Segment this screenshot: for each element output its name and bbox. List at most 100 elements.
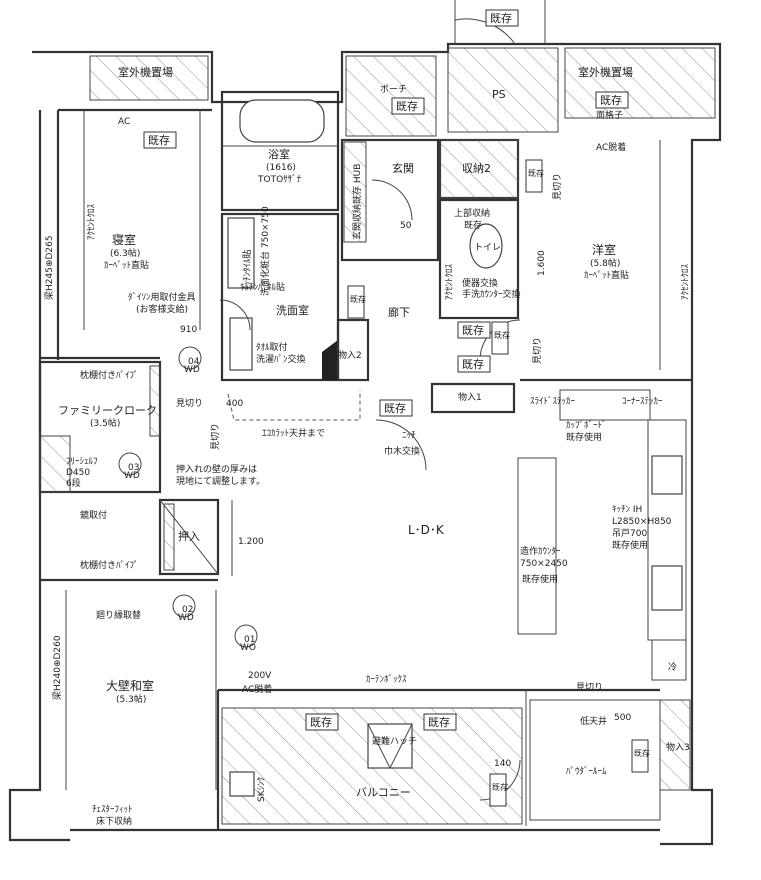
washroom-label: 洗面室 xyxy=(276,303,309,317)
push-closet-walls xyxy=(158,498,220,576)
entrance-label: 玄関 xyxy=(392,161,414,175)
beam-left-label: 梁H245⊕D265 xyxy=(43,235,55,300)
wall-note-2: 現地にて調整します。 xyxy=(176,475,265,487)
baseboard-label: 巾木交換 xyxy=(384,445,420,457)
accent-cross-right: ｱｸｾﾝﾄｸﾛｽ xyxy=(680,263,691,300)
shelf-install: ﾀｵﾙ取付 xyxy=(256,342,288,353)
western-room-walls xyxy=(520,140,692,382)
wd-03: 03 xyxy=(128,463,139,473)
existing-stamp-right: 既存 xyxy=(595,91,629,109)
svg-text:既存: 既存 xyxy=(310,715,332,729)
wd-02-sub: WD xyxy=(178,613,194,623)
kitchen-line-1: ｷｯﾁﾝ IH xyxy=(612,504,642,515)
free-shelf-tiers: 6段 xyxy=(66,477,81,489)
counter-line-3: 既存使用 xyxy=(522,573,558,585)
entrance-block xyxy=(336,138,520,414)
tile-left-label: ｷｯﾁﾝﾀｲﾙ貼 xyxy=(241,249,253,290)
ldk-label: L･D･K xyxy=(408,523,445,537)
ac-remove-bottom-label: AC脱着 xyxy=(242,683,272,695)
dim-500: 500 xyxy=(614,713,631,723)
kitchen-line-2: L2850×H850 xyxy=(612,517,672,527)
storage1-label: 物入1 xyxy=(458,391,482,403)
porch-label: ポーチ xyxy=(380,84,407,95)
dyson-label: ﾀﾞｲｿﾝ用取付金具 xyxy=(128,291,196,303)
toilet-label: トイレ xyxy=(474,243,501,253)
storage-top-label: 上部収納 xyxy=(454,207,490,219)
svg-text:既存: 既存 xyxy=(396,99,418,113)
balcony-block xyxy=(218,688,660,825)
wall-note-1: 押入れの壁の厚みは xyxy=(176,463,257,475)
mirror-label: 鏡取付 xyxy=(80,509,107,521)
v200-label: 200V xyxy=(248,671,272,681)
toilet-swap: 便器交換 xyxy=(462,277,498,289)
svg-text:既存: 既存 xyxy=(494,330,510,340)
wd-03-sub: WD xyxy=(124,471,140,481)
existing-stamp-hall: 既存 xyxy=(379,399,413,417)
bathroom-label: 浴室 xyxy=(268,147,290,161)
accent-cross-left: ｱｸｾﾝﾄｸﾛｽ xyxy=(86,203,97,240)
western-room-label: 洋室 xyxy=(592,242,616,257)
vanity-label: 洗面化粧台 750×750 xyxy=(259,206,271,296)
kitchen-line-4: 既存使用 xyxy=(612,539,648,551)
edge-change-label: 廻り縁取替 xyxy=(96,609,141,621)
bathroom-maker: TOTOｻｻﾞﾅ xyxy=(257,174,302,185)
eco-ceiling-label: ｴｺｶﾗｯﾄ天井まで xyxy=(262,427,325,439)
dim-1600: 1.600 xyxy=(537,250,547,276)
eco-ceiling-line xyxy=(227,390,361,421)
existing-stamp-toilet: 既存 xyxy=(457,321,491,339)
existing-stamp-powder: 既存 xyxy=(631,739,650,773)
dim-910: 910 xyxy=(180,325,197,335)
parting-top-right: 見切り xyxy=(552,173,563,200)
japanese-room-label: 大壁和室 xyxy=(106,678,154,693)
wd-markers xyxy=(118,346,258,648)
beam-lower-label: 梁H240⊕D260 xyxy=(51,635,63,700)
storage-top-existing: 既存 xyxy=(464,219,482,231)
corridor-label: 廊下 xyxy=(388,305,410,319)
dim-1200: 1.200 xyxy=(238,537,264,547)
svg-text:既存: 既存 xyxy=(148,133,170,147)
bedroom-size: (6.3帖) xyxy=(110,247,140,259)
svg-text:既存: 既存 xyxy=(492,782,508,792)
counter-line-1: 造作ｶｳﾝﾀｰ xyxy=(520,545,561,557)
existing-stamp-toilet-side: 既存 xyxy=(491,321,510,355)
japanese-size: (5.3帖) xyxy=(116,693,146,705)
wd-01-sub: WO xyxy=(240,643,256,653)
family-closet-label: ファミリークローク xyxy=(58,404,157,417)
wd-01: 01 xyxy=(244,635,255,645)
svg-text:既存: 既存 xyxy=(528,168,544,178)
existing-stamp-porch: 既存 xyxy=(391,97,425,115)
low-ceiling-label: 低天井 xyxy=(580,715,607,727)
shelf-washer: 洗濯ﾊﾟﾝ交換 xyxy=(256,353,306,365)
ac-label: AC xyxy=(118,117,130,127)
bathroom-block xyxy=(220,90,340,212)
porch-area xyxy=(345,55,437,137)
existing-stamp-top: 既存 xyxy=(485,9,519,27)
outdoor-unit-left-area xyxy=(89,55,209,101)
outdoor-unit-right-label: 室外機置場 xyxy=(578,65,633,79)
wd-02: 02 xyxy=(182,605,193,615)
tile-wall-label: ｷｯﾁﾝﾊﾟﾈﾙ貼 xyxy=(240,281,285,293)
cupboard-existing: 既存使用 xyxy=(566,431,602,443)
dyson-note: (お客様支給) xyxy=(136,303,188,315)
kitchen-line-3: 吊戸700 xyxy=(612,528,647,539)
bathroom-size: (1616) xyxy=(266,163,296,173)
sk-sink-label: SKｼﾝｸ xyxy=(256,777,267,802)
western-size: (5.8帖) xyxy=(590,257,620,269)
svg-text:既存: 既存 xyxy=(490,11,512,25)
wd-04: 04 xyxy=(188,357,200,367)
cupboard-label: ｶｯﾌﾟﾎﾞｰﾄﾞ xyxy=(566,420,607,431)
accent-cross-toilet: ｱｸｾﾝﾄｸﾛｽ xyxy=(444,263,455,300)
parting-right: 見切り xyxy=(532,337,543,364)
dim-400: 400 xyxy=(226,399,243,409)
svg-text:既存: 既存 xyxy=(350,294,366,304)
family-closet-size: (3.5帖) xyxy=(90,417,120,429)
western-floor: ｶｰﾍﾟｯﾄ直貼 xyxy=(584,269,629,281)
wd-04-sub: WD xyxy=(184,365,200,375)
powder-room-label: ﾊﾟｳﾀﾞｰﾙｰﾑ xyxy=(566,766,607,777)
parting-vertical: 見切り xyxy=(210,423,221,450)
bedroom-floor: ｶｰﾍﾟｯﾄ直貼 xyxy=(104,259,149,271)
chest-2-label: 床下収納 xyxy=(96,815,132,827)
powder-room-block xyxy=(525,690,691,826)
niche-label: ﾆｯﾁ xyxy=(402,430,416,441)
